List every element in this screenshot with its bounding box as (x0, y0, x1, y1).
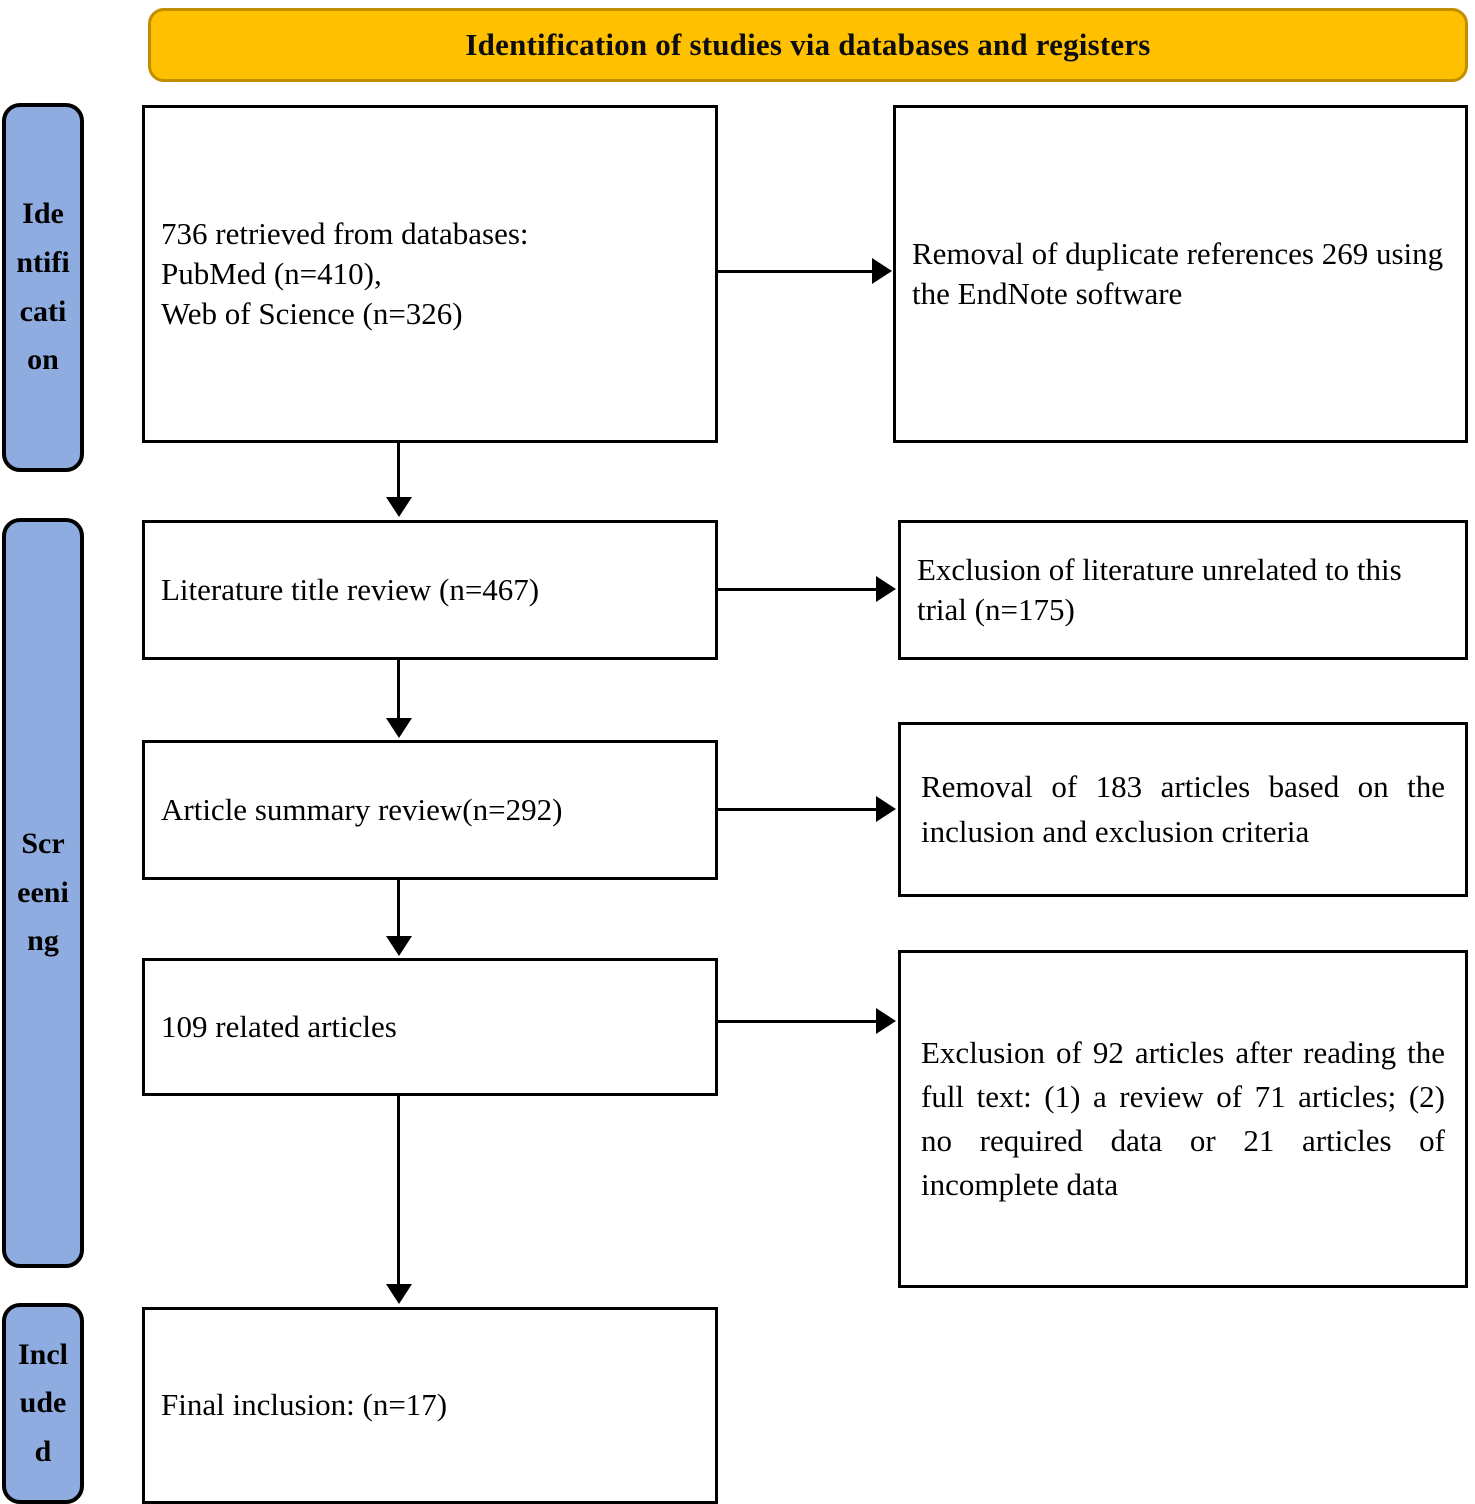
box-duplicates-removed-text: Removal of duplicate references 269 usin… (912, 235, 1444, 311)
box-duplicates-removed: Removal of duplicate references 269 usin… (893, 105, 1468, 443)
arrowhead-right-icon (876, 796, 896, 822)
box-excluded-criteria-text: Removal of 183 articles based on the inc… (921, 769, 1445, 849)
connector-abstracts-to-related (397, 880, 400, 938)
arrowhead-down-icon (386, 936, 412, 956)
connector-records-to-duplicates (718, 270, 874, 273)
box-excluded-unrelated: Exclusion of literature unrelated to thi… (898, 520, 1468, 660)
box-final-inclusion-text: Final inclusion: (n=17) (161, 1387, 448, 1423)
connector-titles-to-abstracts (397, 660, 400, 722)
connector-titles-to-unrelated (718, 588, 878, 591)
box-final-inclusion: Final inclusion: (n=17) (142, 1307, 718, 1504)
stage-label-included: Included (2, 1303, 84, 1504)
box-summary-review: Article summary review(n=292) (142, 740, 718, 880)
box-title-review-text: Literature title review (n=467) (161, 571, 540, 607)
arrowhead-right-icon (876, 576, 896, 602)
box-related-articles: 109 related articles (142, 958, 718, 1096)
box-excluded-fulltext: Exclusion of 92 articles after reading t… (898, 950, 1468, 1288)
connector-related-to-fulltext (718, 1020, 878, 1023)
stage-label-included-text: Included (17, 1337, 68, 1468)
box-records-identified: 736 retrieved from databases: PubMed (n=… (142, 105, 718, 443)
diagram-title-banner: Identification of studies via databases … (148, 8, 1468, 82)
box-summary-review-text: Article summary review(n=292) (161, 791, 563, 827)
connector-abstracts-to-criteria (718, 808, 878, 811)
arrowhead-down-icon (386, 1284, 412, 1304)
stage-label-identification-text: Identification (16, 197, 70, 377)
connector-records-to-titles (397, 443, 400, 501)
connector-related-to-final (397, 1096, 400, 1286)
arrowhead-down-icon (386, 497, 412, 517)
box-excluded-criteria: Removal of 183 articles based on the inc… (898, 722, 1468, 897)
arrowhead-right-icon (876, 1008, 896, 1034)
arrowhead-down-icon (386, 718, 412, 738)
box-excluded-fulltext-text: Exclusion of 92 articles after reading t… (921, 1034, 1445, 1203)
arrowhead-right-icon (872, 258, 892, 284)
stage-label-screening-text: Screening (17, 827, 69, 958)
box-excluded-unrelated-text: Exclusion of literature unrelated to thi… (917, 551, 1402, 627)
stage-label-screening: Screening (2, 518, 84, 1268)
stage-label-identification: Identification (2, 103, 84, 472)
box-title-review: Literature title review (n=467) (142, 520, 718, 660)
box-records-identified-text: 736 retrieved from databases: PubMed (n=… (161, 215, 529, 332)
box-related-articles-text: 109 related articles (161, 1008, 397, 1044)
page-title: Identification of studies via databases … (465, 26, 1151, 62)
